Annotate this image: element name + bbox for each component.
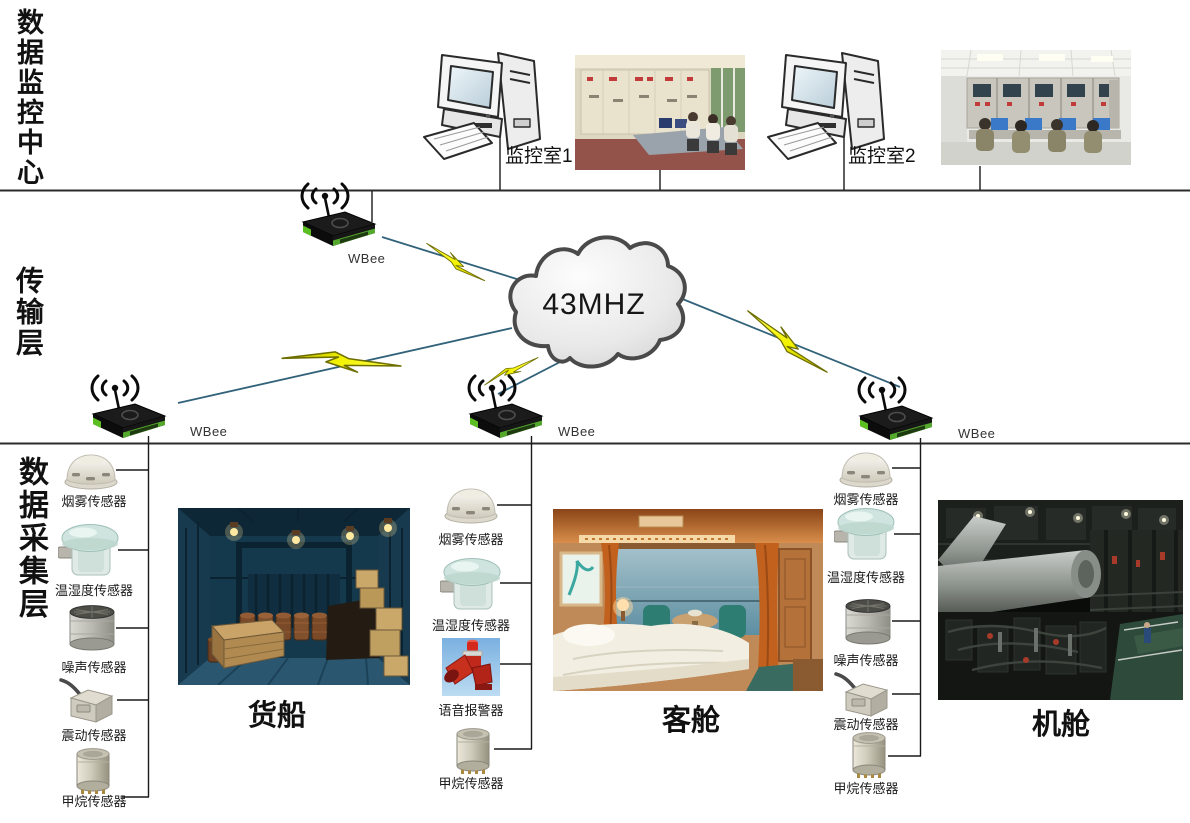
wbee-router-top bbox=[300, 182, 377, 248]
radio-cloud bbox=[508, 235, 687, 369]
wbee-label-top: WBee bbox=[348, 251, 386, 266]
lightning-bolt-2 bbox=[281, 331, 402, 393]
sensor-label: 烟雾传感器 bbox=[438, 532, 504, 547]
room-label-2: 监控室2 bbox=[848, 146, 916, 167]
cloud-frequency-label: 43MHZ bbox=[542, 288, 646, 321]
vibration-sensor-icon bbox=[834, 672, 889, 718]
wbee-label-right: WBee bbox=[958, 426, 996, 441]
region-label-cabin: 客舱 bbox=[661, 705, 720, 737]
sensor-label: 温湿度传感器 bbox=[54, 583, 133, 598]
lightning-bolt-1 bbox=[420, 243, 491, 282]
wbee-router-right bbox=[857, 376, 934, 442]
cargo-hold-image bbox=[178, 508, 410, 685]
sensor-label: 震动传感器 bbox=[61, 728, 127, 743]
sensor-label: 甲烷传感器 bbox=[438, 776, 504, 791]
methane-sensor-icon bbox=[456, 728, 490, 774]
noise-sensor-icon bbox=[845, 599, 891, 645]
wbee-router-left bbox=[90, 374, 167, 440]
sensor-label: 烟雾传感器 bbox=[833, 492, 899, 507]
control-room-photo-1 bbox=[575, 55, 745, 170]
sensor-label: 烟雾传感器 bbox=[61, 494, 127, 509]
temp-humidity-sensor-icon bbox=[58, 524, 119, 576]
smoke-sensor-icon bbox=[444, 488, 498, 524]
sensor-label: 震动传感器 bbox=[833, 717, 899, 732]
sensor-label: 语音报警器 bbox=[438, 703, 504, 718]
control-room-photo-2 bbox=[941, 50, 1131, 165]
smoke-sensor-icon bbox=[839, 452, 893, 488]
noise-sensor-icon bbox=[69, 605, 115, 651]
sensor-label: 噪声传感器 bbox=[833, 653, 899, 668]
region-label-engine-room: 机舱 bbox=[1031, 709, 1090, 741]
wbee-label-middle: WBee bbox=[558, 424, 596, 439]
sensor-label: 温湿度传感器 bbox=[431, 618, 510, 633]
wbee-router-middle bbox=[467, 374, 544, 440]
room-label-1: 监控室1 bbox=[505, 146, 573, 167]
lightning-bolt-4 bbox=[736, 310, 839, 373]
sensor-label: 甲烷传感器 bbox=[833, 781, 899, 796]
temp-humidity-sensor-icon bbox=[440, 558, 501, 610]
methane-sensor-icon bbox=[76, 748, 110, 794]
temp-humidity-sensor-icon bbox=[834, 508, 895, 560]
smoke-sensor-icon bbox=[64, 454, 118, 490]
wbee-label-left: WBee bbox=[190, 424, 228, 439]
cabin-photo bbox=[553, 509, 823, 691]
sensor-label: 甲烷传感器 bbox=[61, 794, 127, 809]
voice-alarm-icon bbox=[442, 638, 500, 696]
sensor-label: 温湿度传感器 bbox=[826, 570, 905, 585]
sensor-label: 噪声传感器 bbox=[61, 660, 127, 675]
layer-label-transmission: 传输层 bbox=[13, 266, 44, 359]
methane-sensor-icon bbox=[852, 732, 886, 778]
layer-label-collection: 数据采集层 bbox=[14, 456, 47, 621]
layer-label-monitoring-center: 数据监控中心 bbox=[13, 8, 43, 188]
region-label-cargo-ship: 货船 bbox=[247, 700, 306, 732]
engine-room-photo bbox=[938, 500, 1183, 700]
vibration-sensor-icon bbox=[59, 678, 114, 724]
